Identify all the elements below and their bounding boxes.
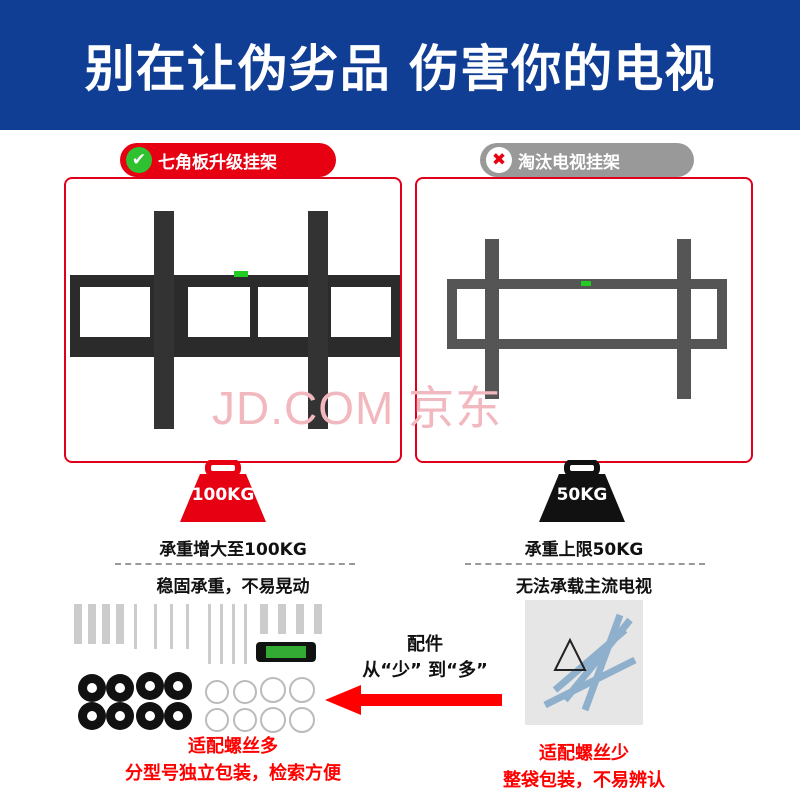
accessories-caption-line2: 从“少” 到“多” <box>362 660 488 681</box>
right-bottom-text: 适配螺丝少 整袋包装，不易辨认 <box>415 740 753 794</box>
upgraded-mount-panel <box>64 177 402 463</box>
left-bottom-line1: 适配螺丝多 <box>188 736 278 757</box>
accessories-caption: 配件 从“少” 到“多” <box>360 632 490 684</box>
screw-bag-image <box>525 600 643 725</box>
right-capacity-text: 承重上限50KG <box>524 540 644 560</box>
divider <box>465 563 705 565</box>
left-capacity-text: 承重增大至100KG <box>159 540 307 560</box>
obsolete-badge-label: 淘汰电视挂架 <box>518 152 620 173</box>
obsolete-badge: ✖ 淘汰电视挂架 <box>480 143 694 177</box>
right-bottom-line1: 适配螺丝少 <box>539 743 629 764</box>
left-bottom-text: 适配螺丝多 分型号独立包装，检索方便 <box>64 733 402 787</box>
left-bottom-line2: 分型号独立包装，检索方便 <box>125 763 341 784</box>
page-title: 别在让伪劣品 伤害你的电视 <box>84 40 716 98</box>
weight-100kg-icon <box>180 460 266 522</box>
weight-50kg-icon <box>539 460 625 522</box>
accessories-image <box>74 604 322 733</box>
check-icon: ✔ <box>126 147 152 173</box>
obsolete-mount-panel <box>415 177 753 463</box>
right-bottom-line2: 整袋包装，不易辨认 <box>503 770 665 791</box>
upgraded-badge: ✔ 七角板升级挂架 <box>120 143 336 177</box>
x-icon: ✖ <box>486 147 512 173</box>
upgraded-badge-label: 七角板升级挂架 <box>158 152 277 173</box>
upgraded-mount-image <box>70 211 400 429</box>
right-limit-text: 无法承载主流电视 <box>516 577 652 597</box>
weight-50kg-label: 50KG <box>556 485 608 505</box>
divider <box>115 563 355 565</box>
watermark: JD.COM 京东 <box>212 382 503 434</box>
obsolete-mount-image <box>447 239 727 399</box>
left-stability-text: 稳固承重，不易晃动 <box>156 577 310 597</box>
header-banner: 别在让伪劣品 伤害你的电视 <box>0 0 800 130</box>
weight-100kg-label: 100KG <box>191 485 255 505</box>
arrow-left-icon <box>325 685 502 715</box>
accessories-caption-line1: 配件 <box>407 634 443 655</box>
